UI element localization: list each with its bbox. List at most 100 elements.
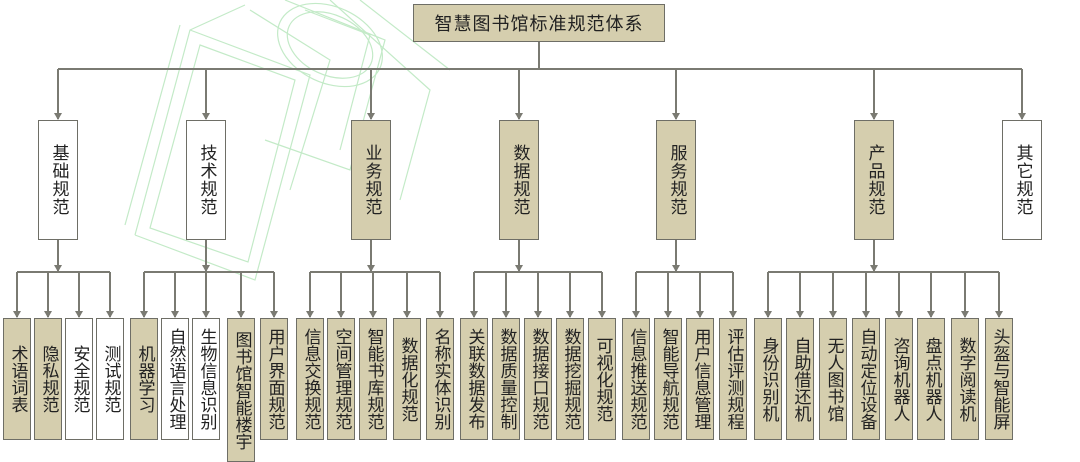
- leaf-node-svc-2-label: 用户信息管理: [690, 328, 711, 430]
- leaf-node-prod-0: 身份识别机: [754, 318, 782, 440]
- leaf-node-base-2: 安全规范: [65, 318, 93, 440]
- leaf-arrow-data-0: [470, 311, 478, 318]
- leaf-arrow-data-4: [598, 311, 606, 318]
- leaf-node-biz-0: 信息交换规范: [296, 318, 324, 440]
- branch-node-svc-label: 服务规范: [666, 144, 687, 216]
- leaf-arrow-data-1: [502, 311, 510, 318]
- branch-stem-arrow-base: [54, 265, 62, 272]
- leaf-node-data-1-label: 数据质量控制: [496, 328, 517, 430]
- leaf-arrow-biz-4: [436, 311, 444, 318]
- leaf-node-svc-0: 信息推送规范: [622, 318, 650, 440]
- leaf-arrow-prod-1: [796, 311, 804, 318]
- leaf-node-prod-7-label: 头盔与智能屏: [989, 328, 1010, 430]
- leaf-arrow-prod-2: [829, 311, 837, 318]
- leaf-arrow-biz-0: [306, 311, 314, 318]
- leaf-node-prod-6: 数字阅读机: [951, 318, 979, 440]
- branch-node-prod-label: 产品规范: [864, 144, 885, 216]
- leaf-arrow-tech-4: [270, 311, 278, 318]
- leaf-node-data-3-label: 数据挖掘规范: [560, 328, 581, 430]
- leaf-arrow-base-3: [106, 311, 114, 318]
- leaf-node-svc-1-label: 智能导航规范: [658, 328, 679, 430]
- branch-node-biz: 业务规范: [351, 120, 391, 240]
- leaf-node-svc-0-label: 信息推送规范: [626, 328, 647, 430]
- branch-node-other: 其它规范: [1002, 120, 1042, 240]
- leaf-node-tech-4: 用户界面规范: [260, 318, 288, 440]
- leaf-arrow-data-2: [534, 311, 542, 318]
- branch-stem-arrow-svc: [672, 265, 680, 272]
- branch-arrow-data: [515, 113, 523, 120]
- leaf-node-tech-3: 图书馆智能楼宇: [227, 318, 255, 462]
- root-node: 智慧图书馆标准规范体系: [413, 4, 665, 42]
- branch-node-other-label: 其它规范: [1012, 144, 1033, 216]
- branch-node-data: 数据规范: [499, 120, 539, 240]
- leaf-node-biz-3: 数据化规范: [393, 318, 421, 440]
- branch-node-biz-label: 业务规范: [361, 144, 382, 216]
- leaf-node-tech-2-label: 生物信息识别: [196, 328, 217, 430]
- leaf-node-prod-1-label: 自助借还机: [790, 336, 811, 422]
- leaf-node-biz-1: 空间管理规范: [327, 318, 355, 440]
- leaf-node-prod-5-label: 盘点机器人: [921, 336, 942, 422]
- leaf-node-data-4-label: 可视化规范: [592, 336, 613, 422]
- leaf-node-biz-4: 名称实体识别: [426, 318, 454, 440]
- leaf-node-tech-1: 自然语言处理: [161, 318, 189, 440]
- leaf-node-biz-4-label: 名称实体识别: [430, 328, 451, 430]
- leaf-node-prod-3: 自动定位设备: [852, 318, 880, 440]
- leaf-arrow-base-2: [75, 311, 83, 318]
- leaf-arrow-base-0: [13, 311, 21, 318]
- leaf-node-prod-3-label: 自动定位设备: [856, 328, 877, 430]
- leaf-arrow-prod-3: [862, 311, 870, 318]
- leaf-node-base-0: 术语词表: [3, 318, 31, 440]
- leaf-node-base-2-label: 安全规范: [69, 345, 90, 413]
- leaf-node-tech-1-label: 自然语言处理: [165, 328, 186, 430]
- leaf-node-tech-4-label: 用户界面规范: [264, 328, 285, 430]
- leaf-arrow-svc-0: [632, 311, 640, 318]
- leaf-arrow-tech-2: [202, 311, 210, 318]
- leaf-arrow-biz-1: [337, 311, 345, 318]
- branch-stem-arrow-prod: [870, 265, 878, 272]
- leaf-node-biz-3-label: 数据化规范: [397, 336, 418, 422]
- branch-arrow-other: [1018, 113, 1026, 120]
- leaf-arrow-biz-3: [403, 311, 411, 318]
- branch-stem-arrow-tech: [202, 265, 210, 272]
- leaf-arrow-data-3: [566, 311, 574, 318]
- leaf-node-prod-6-label: 数字阅读机: [955, 336, 976, 422]
- leaf-node-svc-3-label: 评估评测规程: [723, 328, 744, 430]
- branch-node-prod: 产品规范: [854, 120, 894, 240]
- branch-arrow-tech: [202, 113, 210, 120]
- leaf-node-prod-4: 咨询机器人: [885, 318, 913, 440]
- branch-arrow-prod: [870, 113, 878, 120]
- leaf-node-base-0-label: 术语词表: [7, 345, 28, 413]
- leaf-arrow-base-1: [44, 311, 52, 318]
- leaf-node-biz-0-label: 信息交换规范: [300, 328, 321, 430]
- leaf-node-prod-5: 盘点机器人: [917, 318, 945, 440]
- branch-node-tech-label: 技术规范: [196, 144, 217, 216]
- leaf-arrow-prod-7: [995, 311, 1003, 318]
- branch-node-base-label: 基础规范: [48, 144, 69, 216]
- leaf-arrow-prod-6: [961, 311, 969, 318]
- leaf-arrow-prod-5: [927, 311, 935, 318]
- leaf-node-biz-2-label: 智能书库规范: [363, 328, 384, 430]
- branch-node-base: 基础规范: [38, 120, 78, 240]
- leaf-arrow-svc-3: [729, 311, 737, 318]
- leaf-arrow-svc-2: [696, 311, 704, 318]
- branch-arrow-biz: [367, 113, 375, 120]
- leaf-node-tech-0-label: 机器学习: [134, 345, 155, 413]
- leaf-node-data-2-label: 数据接口规范: [528, 328, 549, 430]
- leaf-node-prod-4-label: 咨询机器人: [889, 336, 910, 422]
- branch-stem-arrow-biz: [367, 265, 375, 272]
- leaf-node-prod-7: 头盔与智能屏: [985, 318, 1013, 440]
- branch-node-svc: 服务规范: [656, 120, 696, 240]
- leaf-node-data-2: 数据接口规范: [524, 318, 552, 440]
- leaf-node-data-1: 数据质量控制: [492, 318, 520, 440]
- leaf-arrow-tech-0: [140, 311, 148, 318]
- branch-arrow-base: [54, 113, 62, 120]
- leaf-arrow-svc-1: [664, 311, 672, 318]
- leaf-node-data-3: 数据挖掘规范: [556, 318, 584, 440]
- leaf-node-svc-1: 智能导航规范: [654, 318, 682, 440]
- leaf-node-biz-1-label: 空间管理规范: [331, 328, 352, 430]
- leaf-arrow-prod-4: [895, 311, 903, 318]
- leaf-node-tech-3-label: 图书馆智能楼宇: [231, 330, 252, 450]
- leaf-node-base-3: 测试规范: [96, 318, 124, 440]
